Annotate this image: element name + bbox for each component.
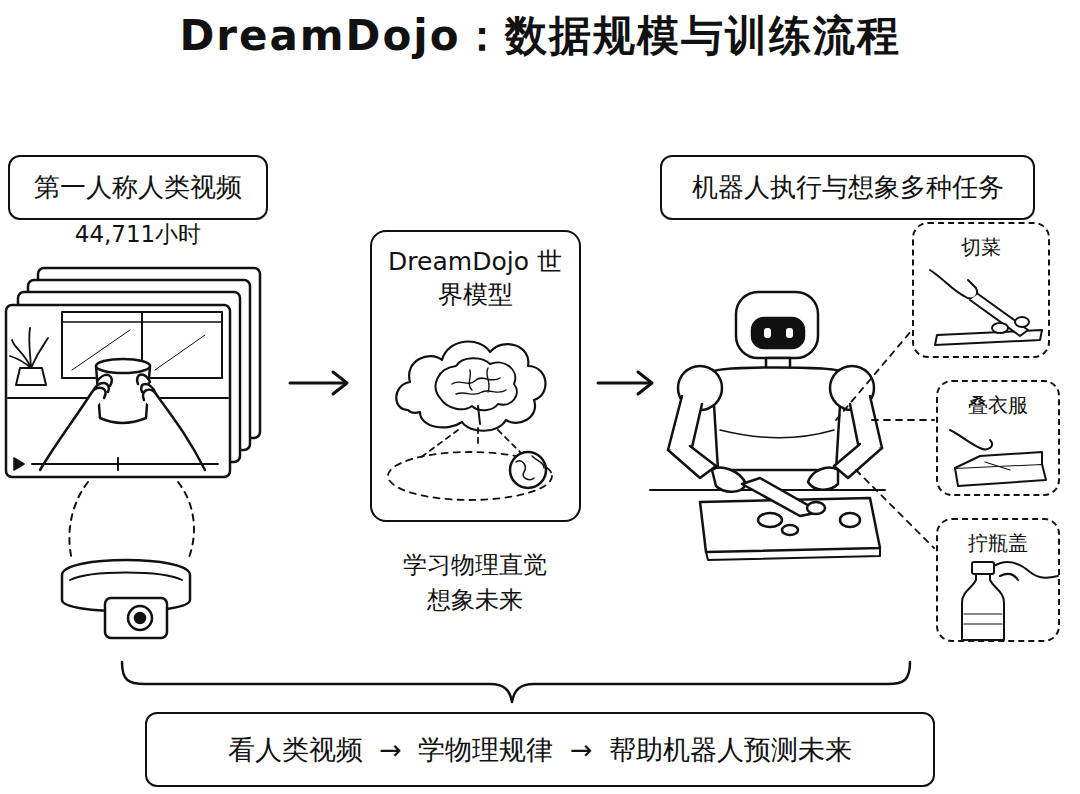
node-text: 机器人执行与想象多种任务 xyxy=(692,171,1004,205)
section-heading: 机器人执行与想象多种任务 xyxy=(660,155,1035,220)
title: DreamDojo：数据规模与训练流程 xyxy=(0,8,1080,64)
node-text: 拧瓶盖 xyxy=(968,530,1028,556)
node-text: DreamDojo 世界模型 xyxy=(386,246,565,311)
task-sketch xyxy=(930,270,1058,640)
node-text: 第一人称人类视频 xyxy=(34,171,242,205)
video-stack xyxy=(6,268,260,477)
node-text: 切菜 xyxy=(961,234,1001,260)
annotation: 学习物理直觉 想象未来 xyxy=(390,548,560,618)
task-box: 切菜 xyxy=(912,222,1050,358)
robot xyxy=(650,292,934,560)
brain-cloud xyxy=(388,342,552,500)
node-text: 叠衣服 xyxy=(968,392,1028,418)
model-box: DreamDojo 世界模型 xyxy=(370,230,581,522)
node-text: 看人类视频 → 学物理规律 → 帮助机器人预测未来 xyxy=(228,732,853,767)
section-heading: 第一人称人类视频 xyxy=(8,155,268,220)
head-camera xyxy=(62,482,194,638)
bracket xyxy=(122,662,910,702)
task-box: 叠衣服 xyxy=(936,380,1060,496)
summary-box: 看人类视频 → 学物理规律 → 帮助机器人预测未来 xyxy=(145,712,935,787)
annotation: 44,711小时 xyxy=(38,220,238,250)
task-box: 拧瓶盖 xyxy=(936,518,1060,642)
